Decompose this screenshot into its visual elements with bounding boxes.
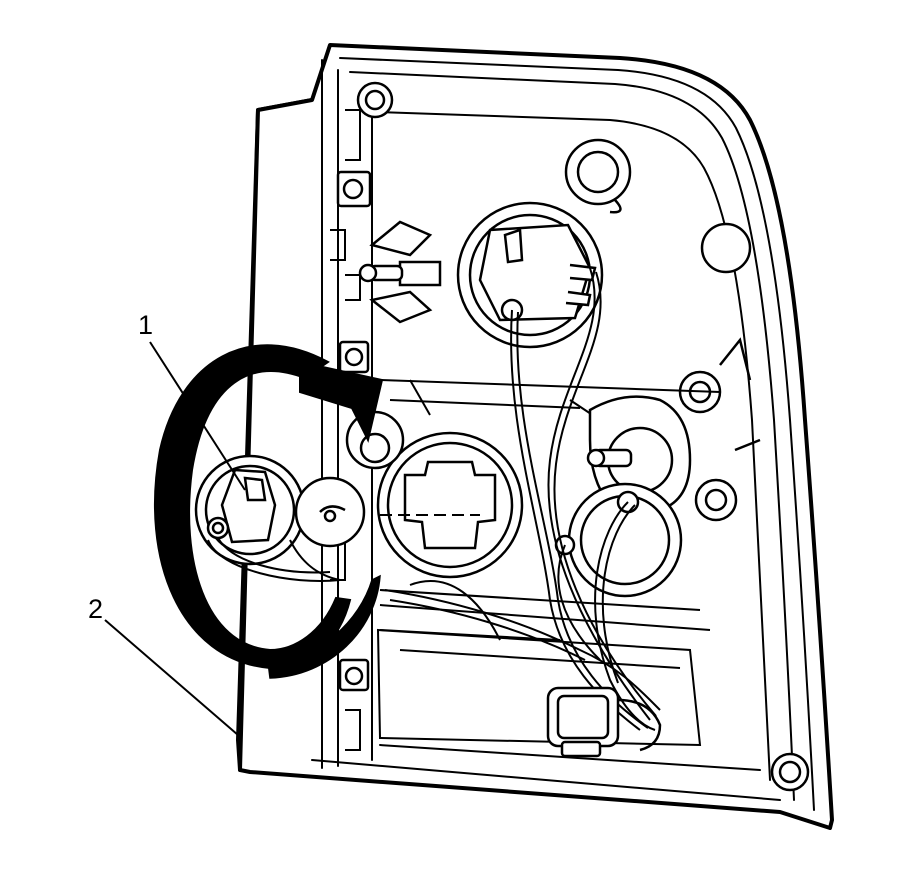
push-pin-fastener	[358, 220, 442, 324]
rotation-arrow-arc	[153, 344, 352, 670]
electrical-connector	[546, 686, 662, 758]
callout-1-label: 1	[138, 310, 153, 340]
callout-1-leader	[149, 341, 246, 491]
interior-ribs	[379, 379, 721, 641]
rotation-arrow-head	[299, 360, 384, 443]
housing-rim-2	[349, 71, 795, 801]
boss-top-left	[356, 81, 394, 119]
removed-bulb-socket-group	[153, 344, 384, 679]
rotation-arrow-lower	[267, 574, 381, 679]
center-socket-opening	[376, 431, 524, 579]
removed-socket	[194, 454, 306, 566]
housing-bottom-1	[311, 759, 781, 801]
housing-rim-3	[377, 111, 771, 781]
housing-rim-1	[339, 57, 815, 811]
boss-top-right	[700, 222, 752, 274]
lamp-housing	[236, 43, 834, 830]
upper-bulb-socket	[456, 201, 604, 349]
callouts: 1 2	[88, 310, 246, 736]
boss-left-lower	[338, 658, 370, 692]
housing-outer-contour	[238, 43, 834, 830]
callout-2-label: 2	[88, 594, 103, 624]
boss-left-middle	[338, 340, 370, 374]
socket-recess	[345, 410, 405, 470]
boss-top-center	[564, 138, 632, 214]
housing-bottom-2	[379, 744, 761, 771]
right-bulb-socket	[586, 337, 761, 512]
bulb	[294, 476, 366, 548]
callout-2-leader	[104, 619, 239, 736]
boss-bottom-right	[770, 752, 810, 792]
socket-wires	[207, 537, 341, 582]
boss-left-upper	[336, 170, 372, 208]
boss-right-middle	[694, 478, 738, 522]
